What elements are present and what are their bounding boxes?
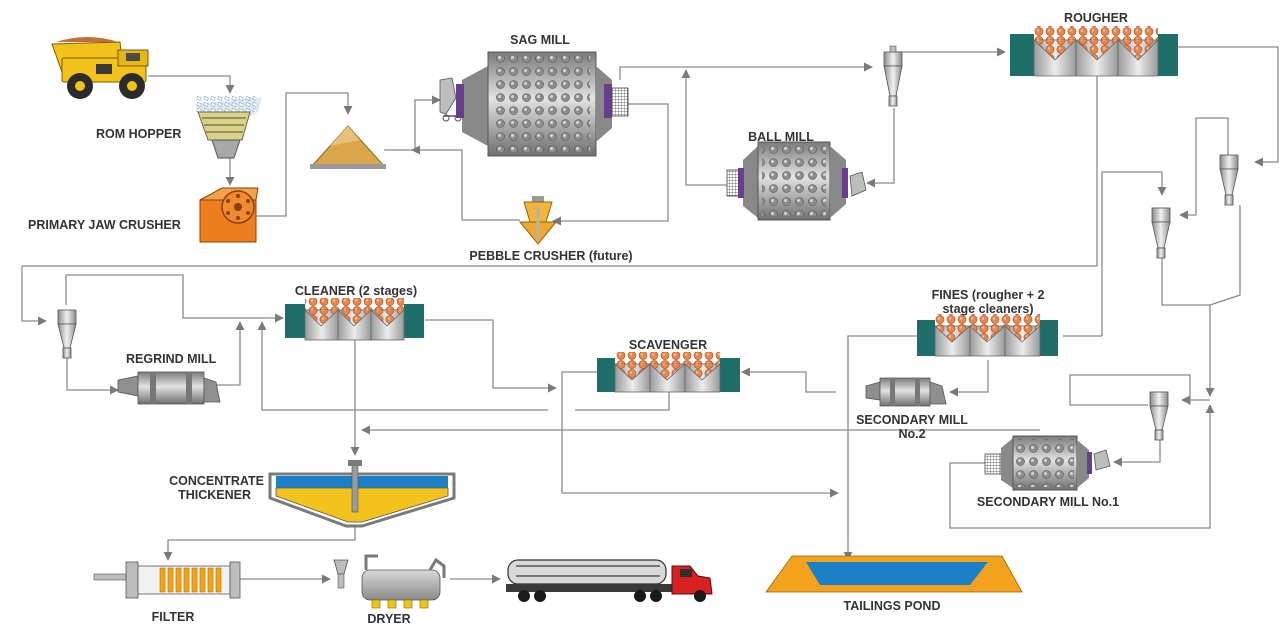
flow-truck-to-hopper: [148, 75, 235, 94]
flow-rougher-to-regrind-cyclone: [21, 75, 1098, 326]
scavenger-cells-icon: [597, 352, 740, 393]
label-cleaner: CLEANER (2 stages): [294, 284, 418, 298]
cyclone-1-icon: [883, 45, 903, 107]
flow-fines-to-tailings: [843, 335, 917, 561]
dryer-icon: [333, 554, 446, 609]
label-primary-jaw-crusher: PRIMARY JAW CRUSHER: [28, 218, 181, 232]
label-dryer: DRYER: [367, 612, 411, 626]
flow-scavenger-to-cleaner-2: [257, 321, 548, 411]
label-secondary-mill-1: SECONDARY MILL No.1: [976, 495, 1120, 509]
flow-scavenger-to-tailings: [561, 371, 839, 498]
stockpile-icon: [310, 125, 386, 169]
flow-regrind-to-cleaner: [214, 321, 245, 386]
flow-cyclone3-to-secmill2: [1069, 374, 1191, 406]
label-pebble-crusher: PEBBLE CRUSHER (future): [469, 249, 633, 263]
flow-lines: [21, 46, 1279, 584]
flow-jaw-crusher-to-stockpile: [256, 92, 353, 217]
flow-cyclone-to-regrind: [66, 358, 119, 395]
regrind-cyclone-icon: [57, 309, 77, 359]
label-rom-hopper: ROM HOPPER: [96, 127, 182, 141]
label-sag-mill: SAG MILL: [510, 33, 570, 47]
flow-stockpile-to-sag: [384, 95, 441, 151]
regrind-mill-icon: [117, 371, 221, 405]
label-ball-mill: BALL MILL: [748, 130, 814, 144]
flow-fines-to-secmill2: [949, 360, 989, 397]
flow-to-cyclone-2: [1101, 171, 1167, 336]
concentrate-thickener-icon: [268, 460, 456, 528]
sag-mill-icon: [439, 51, 629, 157]
ball-mill-icon: [726, 141, 867, 221]
flow-regrind-cyclone-to-cleaner: [65, 274, 284, 323]
label-filter: FILTER: [151, 610, 195, 624]
flow-right-cyclones-link: [1179, 117, 1229, 220]
jaw-crusher-icon: [199, 187, 259, 243]
label-concentrate-thickener-line-2: THICKENER: [178, 488, 251, 502]
flow-secmill2-to-scavenger: [741, 367, 836, 393]
flow-sag-to-cyclone: [619, 62, 873, 80]
cleaner-cells-icon: [285, 298, 424, 341]
flow-cleaner-to-scavenger: [425, 319, 557, 393]
flow-pebble-to-stockpile: [411, 145, 520, 221]
label-fines-line-1: FINES (rougher + 2: [931, 288, 1045, 302]
flow-cyclone3-to-secmill1: [1113, 440, 1161, 467]
flow-thickener-to-filter: [163, 525, 356, 561]
cyclone-2-icon: [1151, 207, 1171, 259]
label-concentrate-thickener-line-1: CONCENTRATE: [169, 474, 264, 488]
flow-scavenger-to-cleaner: [575, 392, 670, 411]
label-secondary-mill-2-line-2: No.2: [898, 427, 926, 441]
flow-sag-to-pebble: [552, 103, 669, 226]
flow-secmill1-return: [949, 404, 1215, 529]
cyclone-4-icon: [1149, 391, 1169, 441]
tailings-pond-icon: [765, 555, 1023, 593]
flow-ballmill-to-cyclone: [681, 69, 727, 186]
flow-cyclone-down-left: [1161, 255, 1210, 306]
rougher-cells-icon: [1010, 26, 1178, 77]
flow-rougher-to-cyclone: [1178, 46, 1279, 167]
label-secondary-mill-2-line-1: SECONDARY MILL: [856, 413, 968, 427]
flow-cyclone-to-ballmill: [866, 108, 895, 188]
filter-icon: [93, 561, 241, 599]
label-tailings-pond: TAILINGS POND: [843, 599, 941, 613]
rom-hopper-icon: [196, 96, 262, 159]
pebble-crusher-icon: [518, 196, 558, 245]
secondary-mill-2-icon: [865, 377, 947, 407]
cyclone-3-icon: [1219, 154, 1239, 206]
secondary-mill-1-icon: [984, 435, 1111, 491]
fines-cells-icon: [917, 314, 1058, 357]
flow-cyclone-down-right: [1209, 205, 1241, 306]
haul-truck-icon: [51, 37, 149, 99]
label-rougher: ROUGHER: [1064, 11, 1128, 25]
label-regrind-mill: REGRIND MILL: [126, 352, 217, 366]
label-fines-line-2: stage cleaners): [942, 302, 1034, 316]
label-scavenger: SCAVENGER: [628, 338, 708, 352]
concentrate-truck-icon: [506, 559, 713, 602]
